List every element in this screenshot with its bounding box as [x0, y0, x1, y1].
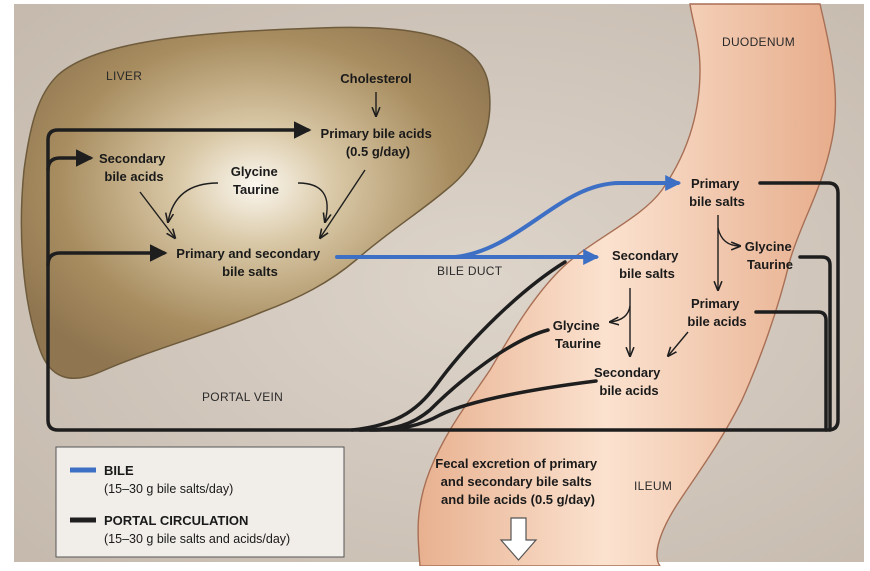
label-ileum: ILEUM — [634, 479, 672, 493]
label-duodenum: DUODENUM — [722, 35, 795, 49]
legend-portal-detail: (15–30 g bile salts and acids/day) — [104, 532, 290, 546]
label-portal-vein: PORTAL VEIN — [202, 390, 283, 404]
label-liver: LIVER — [106, 69, 142, 83]
label-cholesterol: Cholesterol — [340, 71, 412, 86]
legend: BILE (15–30 g bile salts/day) PORTAL CIR… — [56, 447, 344, 557]
label-fecal-excretion: Fecal excretion of primary and secondary… — [435, 456, 600, 507]
legend-bile-title: BILE — [104, 463, 134, 478]
legend-bile-detail: (15–30 g bile salts/day) — [104, 482, 233, 496]
legend-portal-title: PORTAL CIRCULATION — [104, 513, 248, 528]
label-bile-duct: BILE DUCT — [437, 264, 503, 278]
